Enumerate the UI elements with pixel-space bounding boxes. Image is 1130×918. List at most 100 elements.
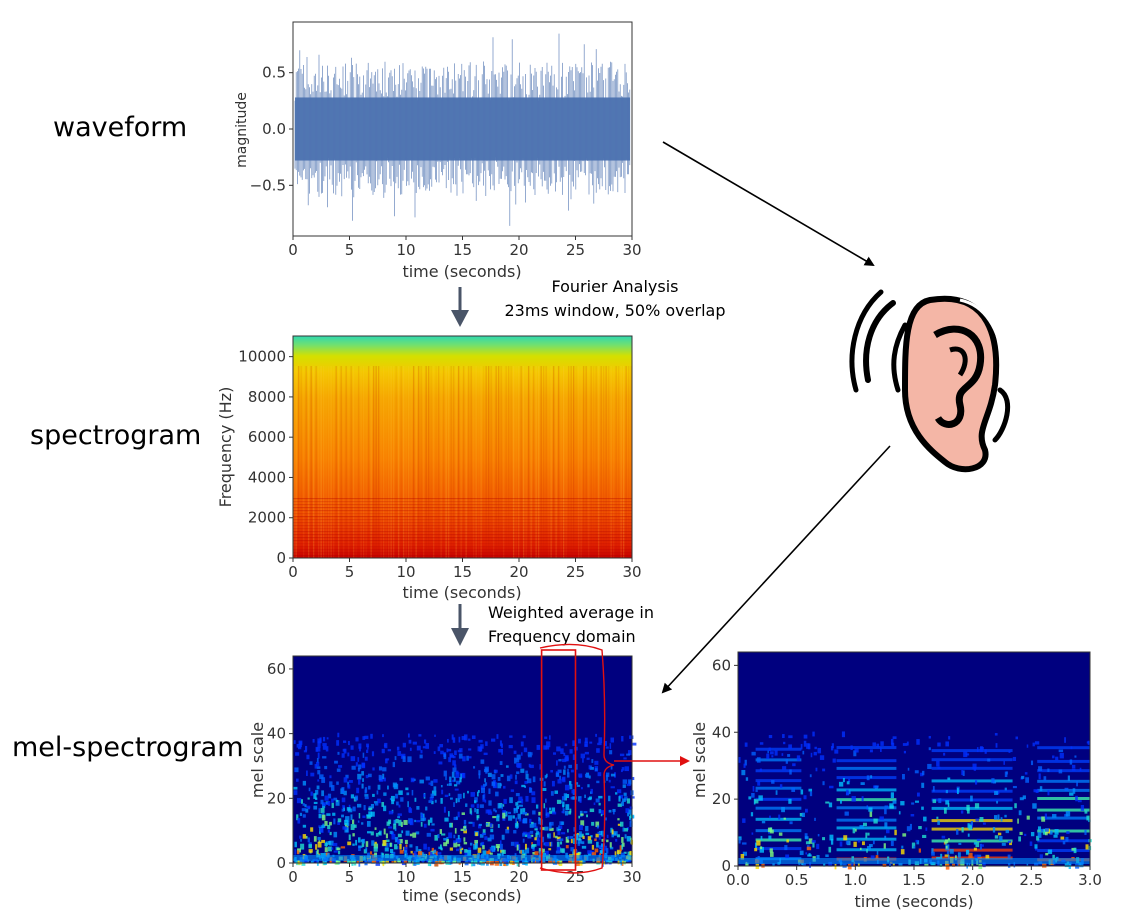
mel-cell xyxy=(389,797,392,801)
mel-cell xyxy=(507,811,511,814)
mel-cell xyxy=(575,764,578,770)
mel-cell xyxy=(958,842,962,845)
mel-cell xyxy=(550,791,554,796)
mel-zoom-streak xyxy=(1037,779,1090,783)
mel-cell xyxy=(454,828,457,834)
y-tick-label: 0 xyxy=(276,549,286,567)
spectrogram-column xyxy=(608,366,610,558)
mel-cell xyxy=(606,839,609,843)
mel-cell xyxy=(366,743,369,748)
spectrogram-column xyxy=(393,366,395,558)
y-tick-label: 10000 xyxy=(238,348,286,366)
mel-cell xyxy=(619,845,623,851)
mel-cell xyxy=(539,851,542,855)
spectrogram-column xyxy=(570,366,572,558)
mel-cell xyxy=(575,850,578,854)
mel-cell xyxy=(957,852,961,858)
mel-cell xyxy=(316,757,319,764)
spectrogram-row xyxy=(293,546,632,548)
mel-cell xyxy=(742,842,747,845)
mel-cell xyxy=(861,841,865,846)
mel-cell xyxy=(462,756,466,762)
mel-cell xyxy=(313,836,317,842)
mel-cell xyxy=(514,823,519,828)
mel-cell xyxy=(458,736,461,743)
mel-cell xyxy=(556,799,562,804)
mel-cell xyxy=(1074,755,1077,758)
mel-cell xyxy=(807,743,811,750)
mel-cell xyxy=(584,794,586,799)
mel-cell xyxy=(357,837,361,843)
mel-cell xyxy=(410,777,415,783)
mel-cell xyxy=(397,813,402,816)
mel-cell xyxy=(951,863,955,867)
mel-cell xyxy=(329,840,334,846)
spectrogram-row xyxy=(293,501,632,503)
mel-cell xyxy=(769,815,771,819)
mel-cell xyxy=(529,752,533,756)
mel-cell xyxy=(527,754,532,758)
mel-cell xyxy=(582,758,584,763)
mel-cell xyxy=(310,791,313,796)
mel-cell xyxy=(944,841,949,844)
mel-cell xyxy=(337,732,340,738)
mel-cell xyxy=(1047,790,1050,796)
mel-cell xyxy=(1049,830,1053,835)
mel-cell xyxy=(322,736,326,742)
spectrogram-column xyxy=(480,366,482,558)
mel-cell xyxy=(470,860,473,867)
mel-cell xyxy=(430,780,434,786)
mel-cell xyxy=(412,741,417,745)
mel-cell xyxy=(771,755,774,758)
mel-cell xyxy=(550,841,553,847)
mel-cell xyxy=(443,837,447,841)
mel-cell xyxy=(1012,756,1017,762)
mel-cell xyxy=(396,801,399,806)
mel-cell xyxy=(465,859,468,865)
mel-cell xyxy=(781,806,785,813)
mel-cell xyxy=(1052,755,1055,759)
mel-cell xyxy=(460,828,464,832)
mel-cell xyxy=(619,753,625,757)
mel-cell xyxy=(866,848,868,853)
mel-cell xyxy=(384,847,389,852)
mel-cell xyxy=(595,833,599,838)
mel-cell xyxy=(474,797,478,803)
mel-cell xyxy=(509,735,513,738)
mel-cell xyxy=(1065,811,1071,817)
mel-cell xyxy=(785,759,788,764)
spectrogram-column xyxy=(373,366,375,558)
mel-cell xyxy=(543,781,546,787)
mel-cell xyxy=(770,751,774,755)
mel-cell xyxy=(422,860,425,863)
mel-cell xyxy=(433,751,436,754)
mel-cell xyxy=(385,843,389,848)
mel-cell xyxy=(357,820,360,823)
mel-cell xyxy=(1019,797,1024,801)
mel-cell xyxy=(531,846,534,849)
mel-cell xyxy=(866,805,869,810)
mel-cell xyxy=(310,827,314,832)
mel-cell xyxy=(853,861,856,867)
mel-cell xyxy=(588,775,591,779)
mel-cell xyxy=(574,834,579,841)
mel-cell xyxy=(756,757,761,763)
mel-cell xyxy=(499,740,502,747)
y-tick-label: 60 xyxy=(267,660,286,678)
mel-cell xyxy=(531,797,536,803)
mel-cell xyxy=(456,780,461,785)
mel-cell xyxy=(536,839,541,846)
mel-cell xyxy=(524,847,530,854)
mel-cell xyxy=(317,779,320,782)
mel-cell xyxy=(870,775,873,779)
mel-cell xyxy=(936,760,940,767)
mel-cell xyxy=(308,849,313,853)
mel-cell xyxy=(560,841,563,845)
mel-cell xyxy=(358,779,361,785)
mel-cell xyxy=(610,737,615,743)
mel-cell xyxy=(1088,819,1091,823)
x-tick-label: 2.0 xyxy=(961,871,985,889)
mel-cell xyxy=(307,837,310,843)
mel-cell xyxy=(783,817,786,820)
spectrogram-column xyxy=(578,366,580,558)
